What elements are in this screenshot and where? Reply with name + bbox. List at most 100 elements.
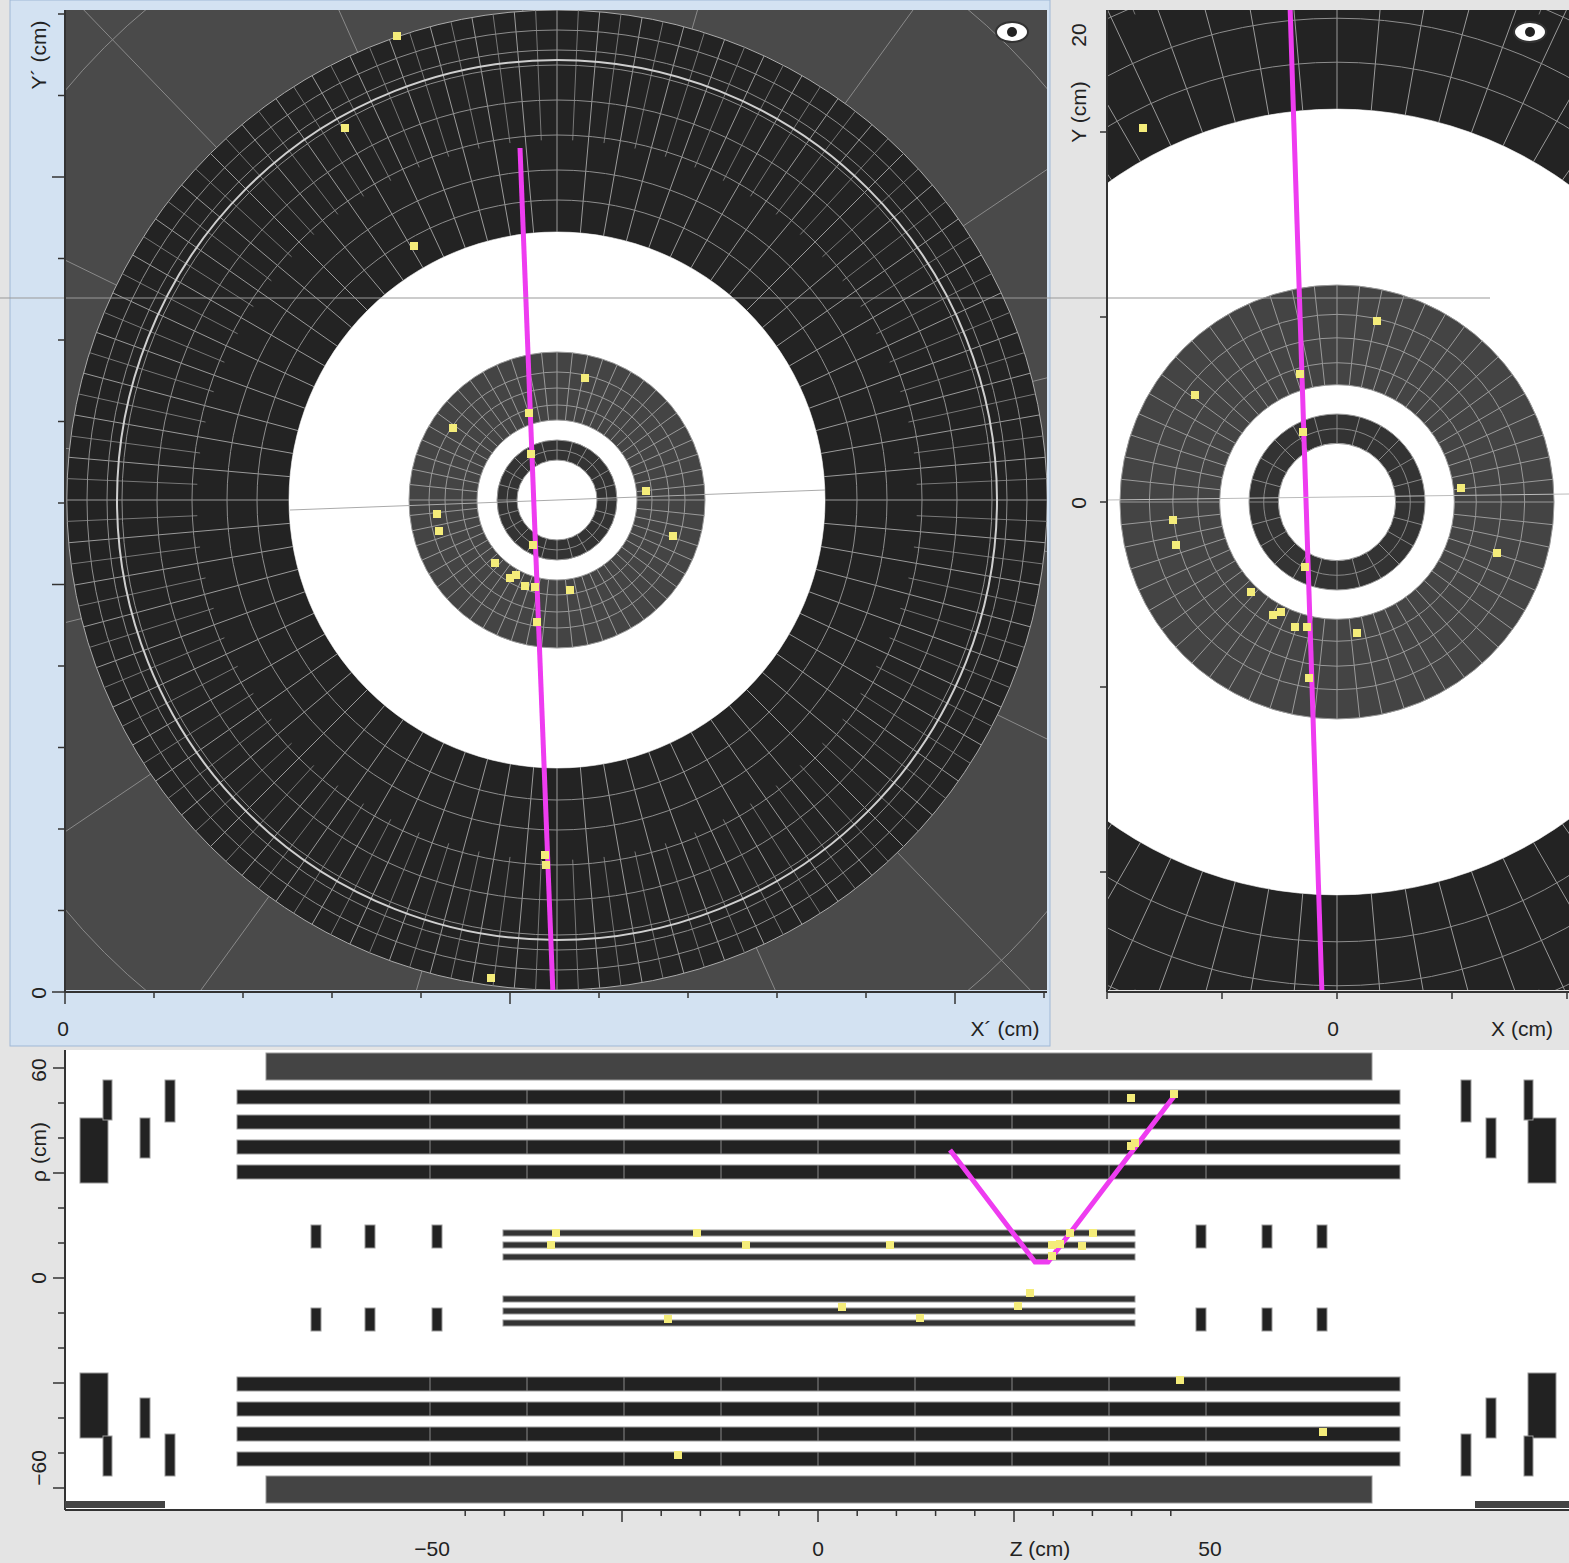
module-line — [1109, 1452, 1110, 1466]
hit-marker — [1139, 124, 1147, 132]
segment-line — [1444, 414, 1535, 455]
segment-line — [156, 654, 338, 781]
segment-line — [1337, 895, 1338, 990]
hit-marker — [1353, 629, 1361, 637]
tracker-layer — [237, 1090, 1400, 1104]
module-line — [430, 1140, 431, 1154]
hit-marker — [1048, 1252, 1056, 1260]
segment-line — [1454, 514, 1553, 524]
segment-line — [69, 457, 290, 476]
calorimeter-bar — [266, 1053, 1372, 1080]
segment-line — [1229, 314, 1279, 400]
module-line — [721, 1090, 722, 1104]
module-line — [818, 1090, 819, 1104]
axis-tick — [58, 421, 65, 423]
segment-line — [604, 764, 643, 983]
view-ground — [65, 10, 1047, 990]
segment-line — [565, 353, 572, 421]
pixel-layer — [503, 1296, 1135, 1302]
segment-line — [350, 56, 444, 257]
segment-line — [67, 500, 289, 501]
axis-tick — [58, 1242, 65, 1244]
endcap-block — [140, 1398, 150, 1438]
axis-tick — [464, 1510, 466, 1516]
axis-tick — [331, 992, 333, 998]
module-line — [430, 1115, 431, 1129]
endcap-block — [80, 1373, 108, 1438]
axis-tick — [954, 992, 956, 1004]
hit-marker — [1089, 1229, 1097, 1237]
hit-marker — [1277, 608, 1285, 616]
axis-line — [65, 991, 1047, 993]
endcap-block — [1486, 1398, 1496, 1438]
endcap-block — [80, 1118, 108, 1183]
module-line — [915, 1452, 916, 1466]
segment-line — [1212, 10, 1269, 115]
module-line — [1012, 1402, 1013, 1416]
eye-pupil — [1525, 27, 1535, 37]
tracker-layer — [237, 1165, 1400, 1179]
segment-line — [580, 12, 599, 233]
axis-label: 20 — [1068, 23, 1089, 46]
axis-label: 0 — [1068, 497, 1089, 509]
segment-line — [74, 547, 293, 586]
module-line — [527, 1090, 528, 1104]
axis-tick — [1131, 1510, 1133, 1516]
module-line — [1109, 1115, 1110, 1129]
segment-line — [211, 690, 368, 847]
axis-tick — [58, 665, 65, 667]
axis-tick — [543, 1510, 545, 1516]
axis-tick — [58, 828, 65, 830]
endcap-block — [1528, 1373, 1556, 1438]
segment-line — [1405, 10, 1462, 115]
beam-bar — [1475, 1501, 1569, 1508]
segment-line — [800, 613, 1001, 707]
hit-marker — [1305, 674, 1313, 682]
layer-ring — [87, 30, 1027, 970]
module-line — [1109, 1377, 1110, 1391]
hit-marker — [491, 559, 499, 567]
layer-ring — [257, 200, 857, 800]
axis-tick — [700, 1510, 702, 1516]
rhoz-view — [65, 1053, 1569, 1508]
layer-ring — [1107, 10, 1569, 990]
segment-line — [1314, 286, 1324, 385]
segment-line — [350, 743, 444, 944]
axis-tick — [1043, 992, 1045, 998]
segment-line — [65, 619, 82, 742]
segment-line — [1562, 824, 1569, 990]
hit-marker — [1191, 391, 1199, 399]
hit-marker — [529, 541, 537, 549]
pixel-disk — [365, 1225, 375, 1248]
calorimeter-ring — [67, 10, 1047, 990]
hit-marker — [1269, 611, 1277, 619]
segment-line — [1274, 893, 1302, 990]
layer-ring — [1107, 10, 1569, 990]
segment-line — [777, 654, 959, 781]
axis-tick — [53, 1172, 65, 1174]
segment-line — [97, 592, 306, 668]
segment-line — [1044, 551, 1047, 604]
segment-line — [809, 592, 1018, 668]
axis-label: Y´ (cm) — [28, 21, 49, 90]
module-line — [430, 1402, 431, 1416]
axis-tick — [58, 339, 65, 341]
axis-tick — [935, 1510, 937, 1516]
segment-line — [1121, 479, 1220, 489]
module-line — [721, 1165, 722, 1179]
axis-tick — [687, 992, 689, 998]
hit-marker — [433, 510, 441, 518]
module-line — [915, 1165, 916, 1179]
axis-tick — [53, 1487, 65, 1489]
segment-line — [1151, 10, 1235, 122]
segment-line — [670, 56, 764, 257]
pixel-disk — [1196, 1308, 1206, 1331]
module-line — [527, 1140, 528, 1154]
layer-ring — [1107, 10, 1569, 990]
calorimeter-ring — [1107, 10, 1569, 990]
module-line — [915, 1090, 916, 1104]
hit-marker — [512, 571, 520, 579]
guide-line — [1107, 494, 1569, 500]
hit-marker — [1176, 1376, 1184, 1384]
hit-marker — [1078, 1242, 1086, 1250]
